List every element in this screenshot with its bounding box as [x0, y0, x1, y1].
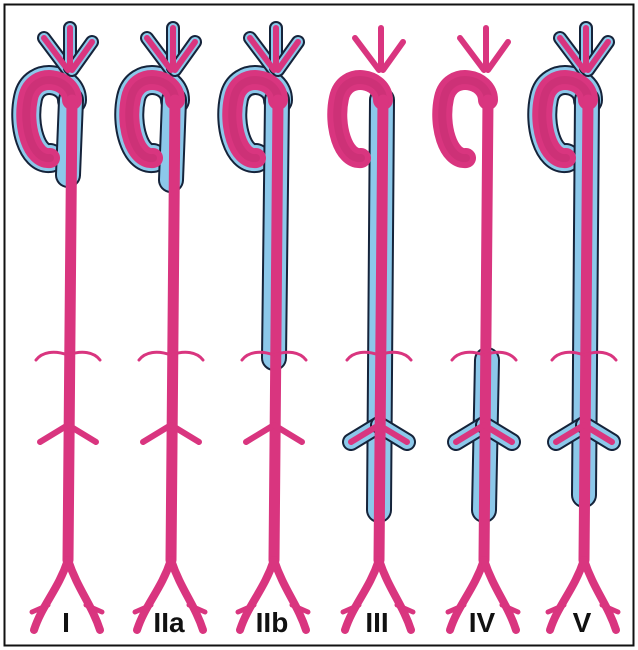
- descending-aorta: [274, 100, 278, 560]
- panel-label: IIb: [256, 607, 289, 638]
- descending-aorta: [484, 100, 488, 560]
- panel-label: IIa: [153, 607, 185, 638]
- panel-label: III: [365, 607, 388, 638]
- panel-label: V: [573, 607, 592, 638]
- descending-aorta: [379, 100, 383, 560]
- descending-aorta: [68, 100, 72, 560]
- descending-aorta: [584, 100, 588, 560]
- panel-label: IV: [469, 607, 496, 638]
- panel-label: I: [62, 607, 70, 638]
- descending-aorta: [171, 100, 175, 560]
